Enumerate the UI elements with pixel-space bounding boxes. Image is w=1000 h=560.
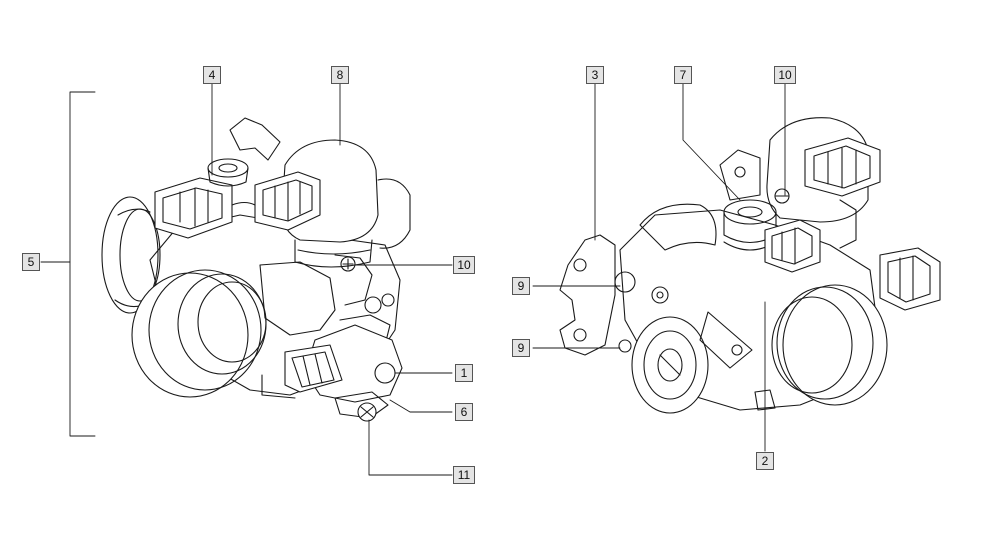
callout-10-left: 10 <box>453 256 475 274</box>
callout-1: 1 <box>455 364 473 382</box>
callout-5: 5 <box>22 253 40 271</box>
callout-9-upper: 9 <box>512 277 530 295</box>
callout-8: 8 <box>331 66 349 84</box>
callout-9-lower: 9 <box>512 339 530 357</box>
callout-10-right: 10 <box>774 66 796 84</box>
callout-11: 11 <box>453 466 475 484</box>
leader-lines <box>40 83 786 476</box>
callout-6: 6 <box>455 403 473 421</box>
callout-2: 2 <box>756 452 774 470</box>
left-throttle-body-assembly <box>101 117 411 422</box>
callout-4: 4 <box>203 66 221 84</box>
callout-7: 7 <box>674 66 692 84</box>
callout-3: 3 <box>586 66 604 84</box>
right-throttle-body-assembly <box>559 117 941 414</box>
